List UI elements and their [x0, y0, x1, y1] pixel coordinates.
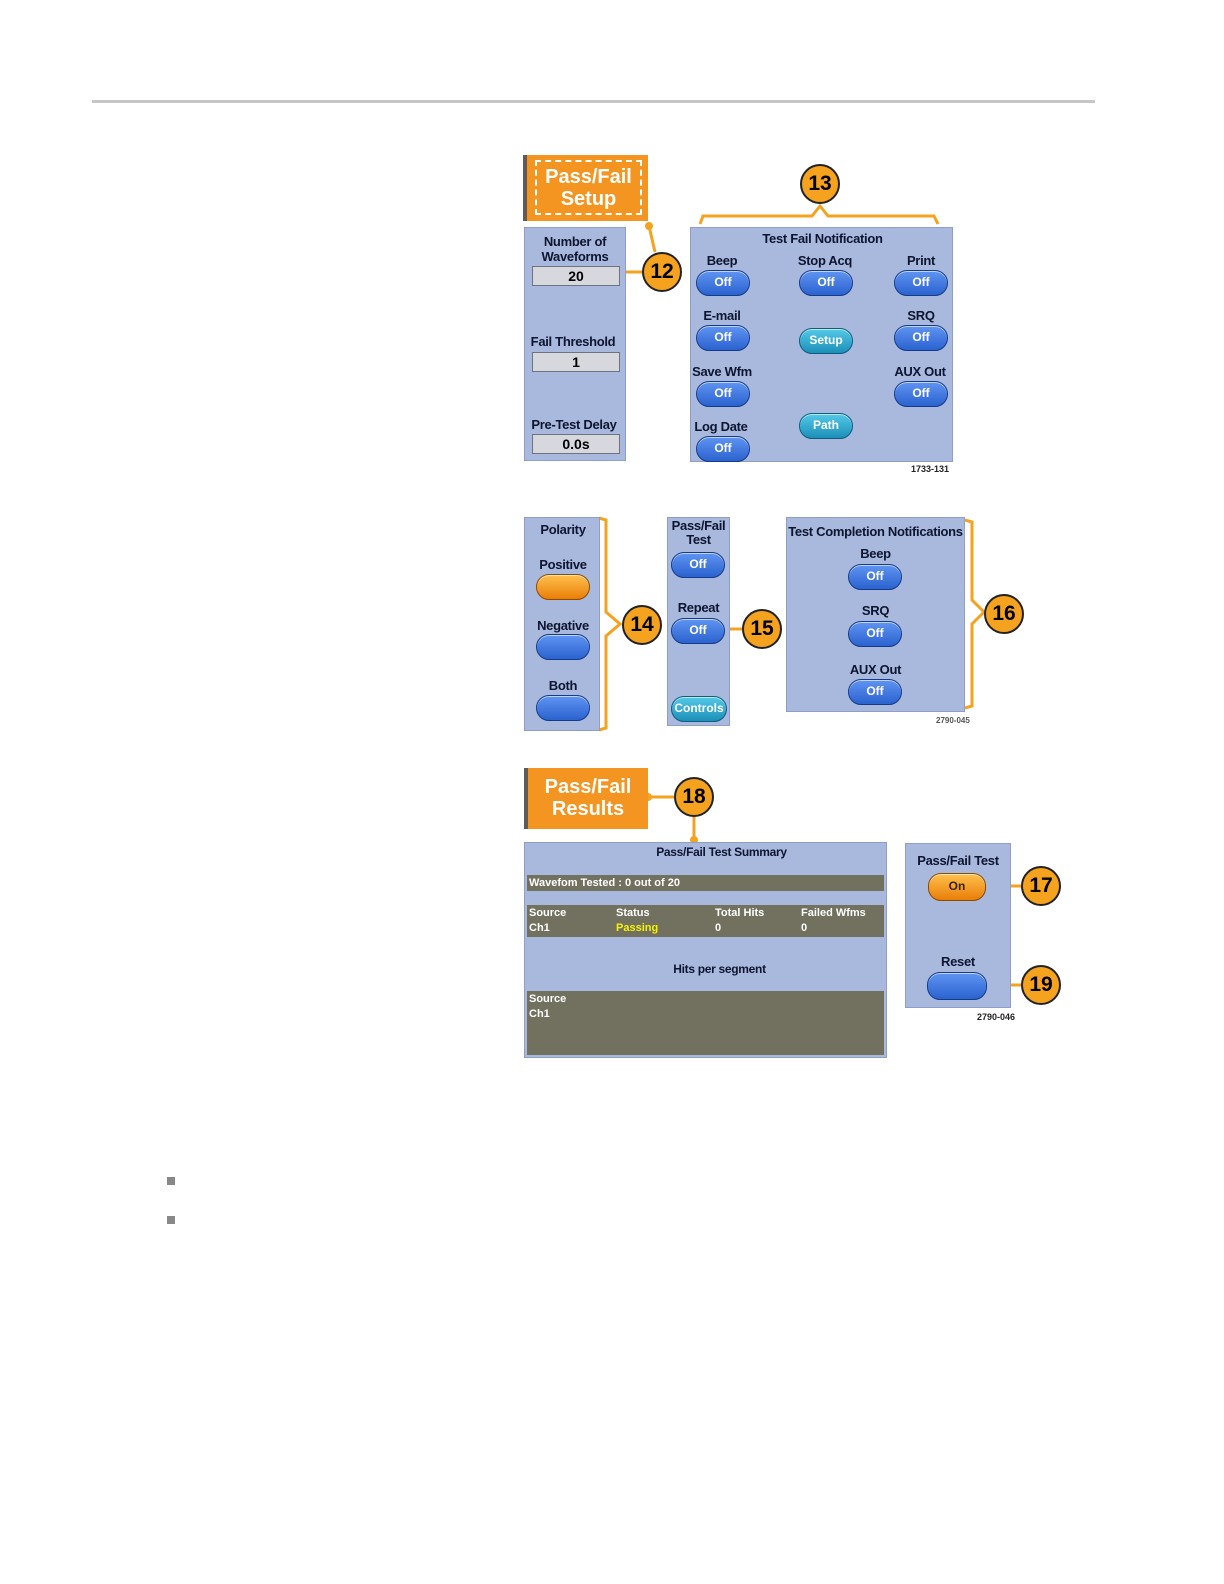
col-source: Source	[529, 907, 567, 919]
reset-button[interactable]	[927, 972, 987, 1000]
beep-label: Beep	[706, 253, 738, 268]
num-waveforms-label: Number of Waveforms	[541, 234, 609, 264]
results-tab-line1: Pass/Fail	[544, 776, 632, 798]
pass-fail-results-menu-button[interactable]: Pass/Fail Results	[524, 768, 648, 829]
hits-source-value: Ch1	[529, 1008, 550, 1020]
notification-title: Test Fail Notification	[762, 231, 883, 246]
fail-threshold-label: Fail Threshold	[530, 334, 616, 349]
completion-beep-label: Beep	[860, 546, 891, 561]
stop-acq-label: Stop Acq	[797, 253, 853, 268]
test-completion-panel: Test Completion Notifications Beep Off S…	[786, 517, 965, 712]
row-status: Passing	[616, 922, 659, 934]
log-date-button[interactable]: Off	[696, 436, 750, 462]
header-rule	[92, 100, 1095, 103]
email-label: E-mail	[703, 308, 741, 323]
col-failed-wfms: Failed Wfms	[801, 907, 866, 919]
save-wfm-button[interactable]: Off	[696, 381, 750, 407]
negative-button[interactable]	[536, 634, 590, 660]
log-date-label: Log Date	[694, 419, 748, 434]
callout-14: 14	[622, 605, 662, 645]
reset-label: Reset	[941, 954, 975, 969]
col-status: Status	[616, 907, 650, 919]
setup-button[interactable]: Setup	[799, 328, 853, 354]
email-button[interactable]: Off	[696, 325, 750, 351]
completion-beep-button[interactable]: Off	[848, 564, 902, 590]
repeat-button[interactable]: Off	[671, 618, 725, 644]
hits-source-header: Source	[529, 993, 567, 1005]
srq-label: SRQ	[907, 308, 935, 323]
callout-12: 12	[642, 252, 682, 292]
completion-aux-out-button[interactable]: Off	[848, 679, 902, 705]
pass-fail-setup-menu-button[interactable]: Pass/Fail Setup	[523, 155, 648, 221]
num-waveforms-field[interactable]: 20	[532, 266, 620, 286]
save-wfm-label: Save Wfm	[692, 364, 752, 379]
srq-button[interactable]: Off	[894, 325, 948, 351]
pre-test-delay-field[interactable]: 0.0s	[532, 434, 620, 454]
completion-aux-out-label: AUX Out	[849, 662, 902, 677]
aux-out-label: AUX Out	[894, 364, 946, 379]
callout-17: 17	[1021, 866, 1061, 906]
row-total-hits: 0	[715, 922, 722, 934]
fail-threshold-field[interactable]: 1	[532, 352, 620, 372]
test-summary-panel: Pass/Fail Test Summary Wavefom Tested : …	[524, 842, 887, 1058]
waveform-tested-row: Wavefom Tested : 0 out of 20	[527, 875, 884, 891]
print-button[interactable]: Off	[894, 270, 948, 296]
completion-srq-button[interactable]: Off	[848, 621, 902, 647]
col-total-hits: Total Hits	[715, 907, 765, 919]
summary-table: Source Status Total Hits Failed Wfms Ch1…	[527, 905, 884, 937]
hits-per-segment-title: Hits per segment	[673, 962, 766, 976]
negative-label: Negative	[537, 618, 589, 633]
bullet-marker	[167, 1177, 175, 1185]
path-button[interactable]: Path	[799, 413, 853, 439]
callout-13: 13	[800, 164, 840, 204]
callout-18: 18	[674, 777, 714, 817]
pf-test-button[interactable]: Off	[671, 552, 725, 578]
completion-title: Test Completion Notifications	[788, 524, 963, 539]
pass-fail-test-panel: Pass/Fail Test Off Repeat Off Controls	[667, 517, 730, 726]
pf-test-label: Pass/Fail Test	[671, 518, 726, 547]
callout-16: 16	[984, 594, 1024, 634]
results-tab-line2: Results	[551, 798, 625, 820]
beep-button[interactable]: Off	[696, 270, 750, 296]
stop-acq-button[interactable]: Off	[799, 270, 853, 296]
test-fail-notification-panel: Test Fail Notification Beep Off Stop Acq…	[690, 227, 953, 462]
callout-19: 19	[1021, 965, 1061, 1005]
positive-label: Positive	[539, 557, 587, 572]
completion-srq-label: SRQ	[861, 603, 890, 618]
figure2-id: 2790-045	[936, 716, 970, 725]
row-source: Ch1	[529, 922, 550, 934]
hits-table: Source Ch1	[527, 991, 884, 1055]
pre-test-delay-label: Pre-Test Delay	[531, 417, 617, 432]
menu-tab-line2: Setup	[560, 188, 617, 210]
polarity-title: Polarity	[540, 522, 586, 537]
results-side-panel: Pass/Fail Test On Reset	[905, 843, 1011, 1008]
callout-15: 15	[742, 609, 782, 649]
results-pf-test-button[interactable]: On	[928, 873, 986, 901]
print-label: Print	[906, 253, 936, 268]
positive-button[interactable]	[536, 574, 590, 600]
setup-side-panel: Number of Waveforms 20 Fail Threshold 1 …	[524, 227, 626, 461]
menu-tab-line1: Pass/Fail	[545, 166, 632, 188]
row-failed-wfms: 0	[801, 922, 808, 934]
results-pf-test-label: Pass/Fail Test	[917, 853, 999, 868]
aux-out-button[interactable]: Off	[894, 381, 948, 407]
bullet-marker	[167, 1216, 175, 1224]
both-button[interactable]	[536, 695, 590, 721]
polarity-panel: Polarity Positive Negative Both	[524, 517, 600, 731]
controls-button[interactable]: Controls	[671, 696, 727, 722]
figure3-id: 2790-046	[977, 1012, 1016, 1022]
repeat-label: Repeat	[677, 600, 720, 615]
summary-title: Pass/Fail Test Summary	[656, 845, 787, 859]
figure1-id: 1733-131	[911, 464, 950, 474]
both-label: Both	[548, 678, 578, 693]
